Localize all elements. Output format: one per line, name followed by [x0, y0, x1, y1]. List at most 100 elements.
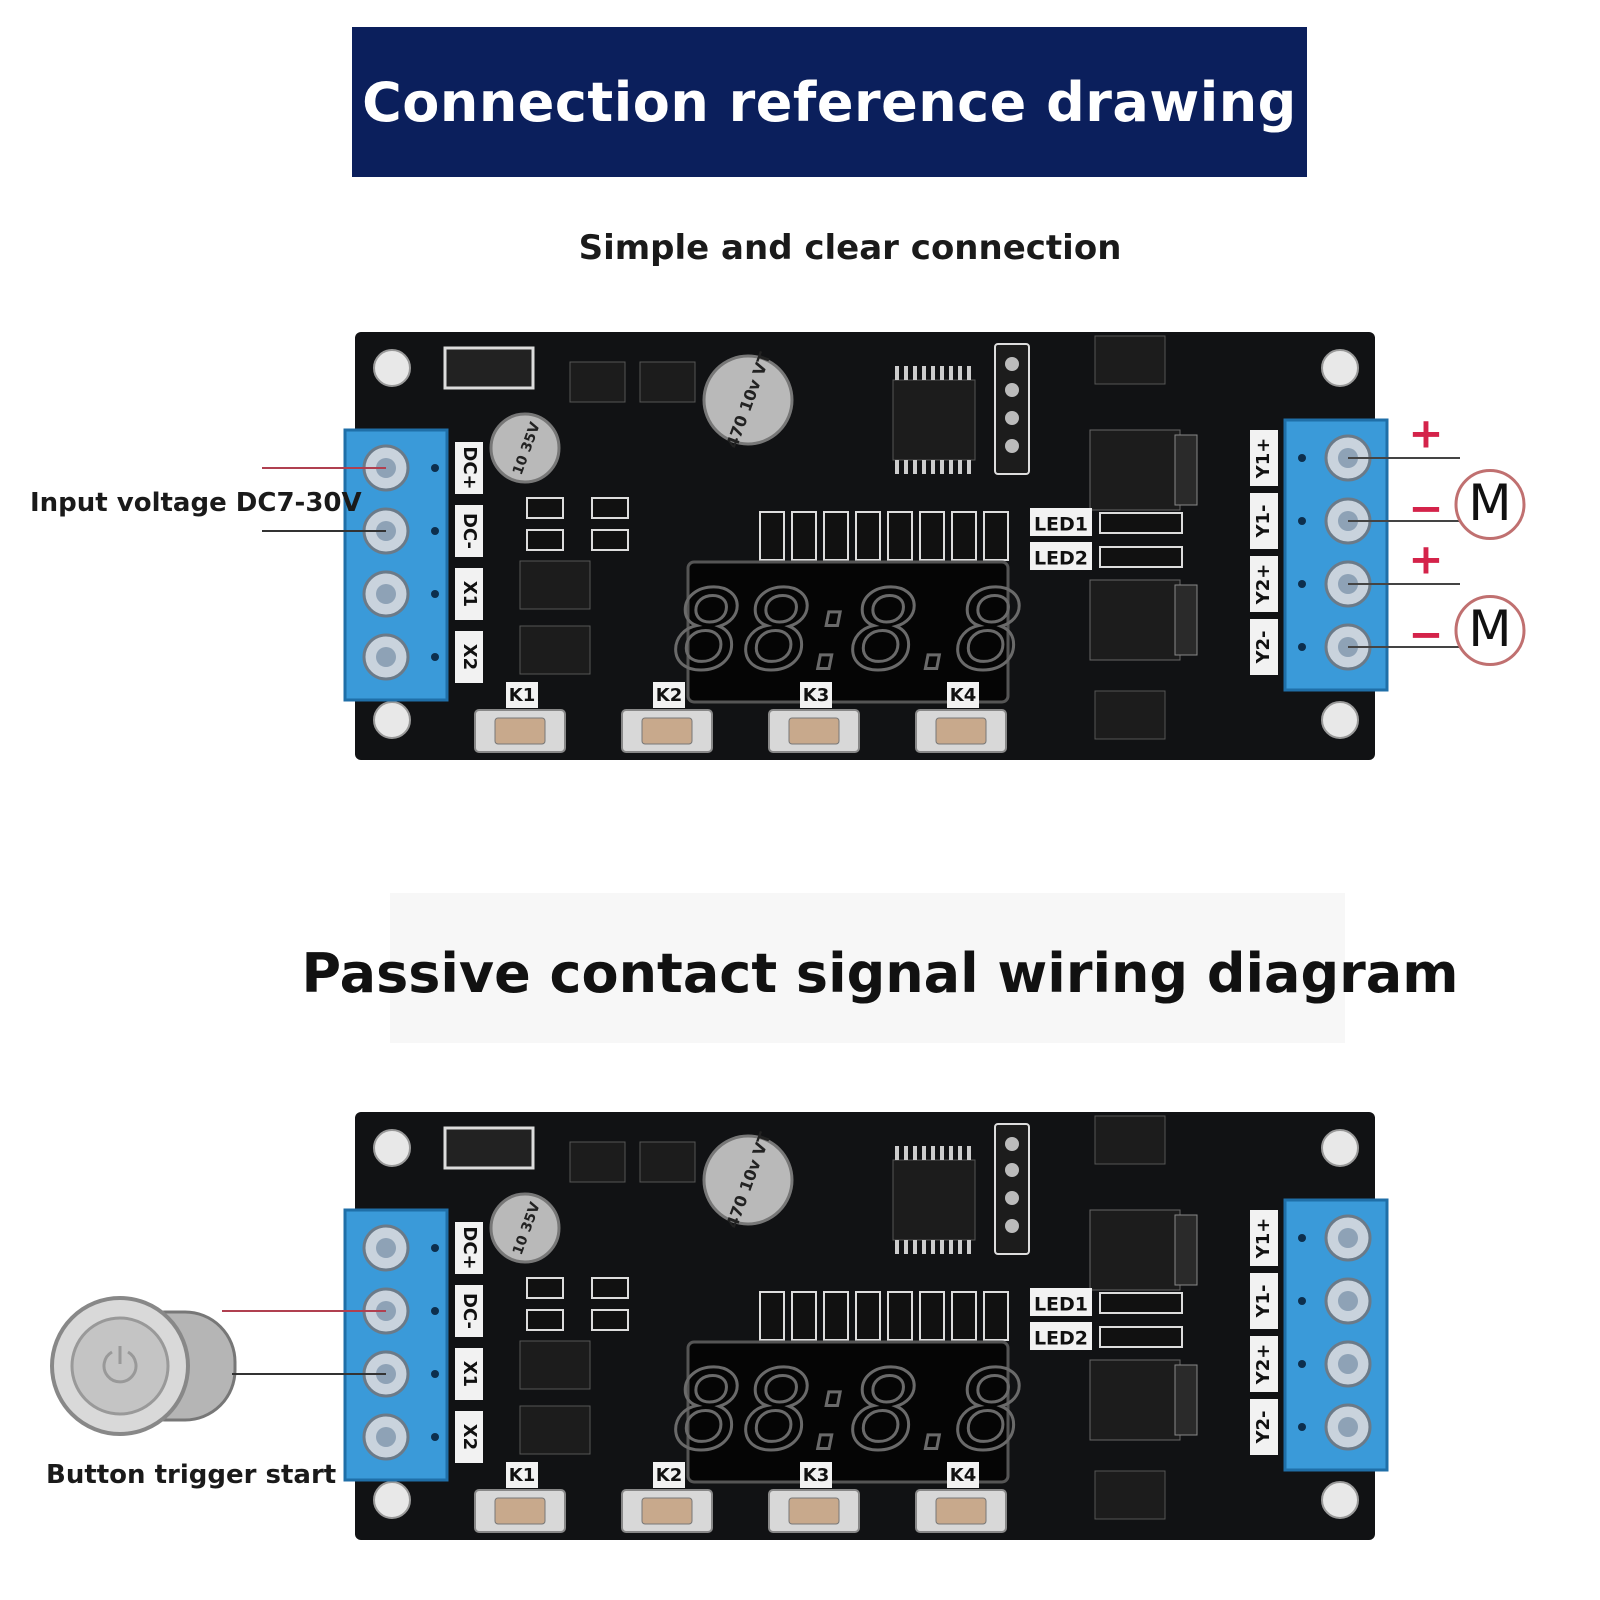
subtitle: Simple and clear connection — [578, 228, 1122, 268]
right-screw-center — [1338, 1228, 1358, 1248]
optocoupler — [519, 625, 591, 675]
chip-pin — [922, 460, 926, 474]
power-icon — [102, 1350, 138, 1384]
right-terminal-label-box — [1250, 1210, 1278, 1266]
resistor — [951, 1291, 977, 1341]
right-terminal-label-box — [1250, 1336, 1278, 1392]
smd-pad — [591, 497, 629, 519]
left-terminal-label: X1 — [459, 581, 480, 607]
optocoupler — [1094, 335, 1166, 385]
tactile-button-cap — [641, 1497, 693, 1525]
mounting-hole — [373, 701, 411, 739]
resistor — [919, 1291, 945, 1341]
mounting-hole — [373, 1481, 411, 1519]
chip-pin — [904, 1240, 908, 1254]
resistor — [791, 511, 817, 561]
button-label-box — [800, 682, 832, 708]
left-pin — [431, 1433, 439, 1441]
left-terminal-label: DC+ — [459, 446, 480, 489]
resistor — [887, 511, 913, 561]
regulator-chip — [639, 1141, 696, 1183]
mosfet-tab — [1174, 434, 1198, 506]
section2-title: Passive contact signal wiring diagram — [301, 942, 1459, 1005]
chip-pin — [949, 366, 953, 380]
chip-pin — [913, 1146, 917, 1160]
right-terminal-label: Y1- — [1253, 504, 1274, 538]
chip-pin — [913, 1240, 917, 1254]
chip-pin — [913, 460, 917, 474]
input-voltage-label: Input voltage DC7-30V — [30, 488, 362, 518]
right-pin — [1298, 454, 1306, 462]
mounting-hole — [1321, 701, 1359, 739]
chip-pin — [931, 366, 935, 380]
chip-pin — [967, 366, 971, 380]
button-label: K4 — [950, 685, 976, 706]
chip-pin — [949, 1240, 953, 1254]
resistor — [983, 1291, 1009, 1341]
minus-sign: − — [1408, 610, 1443, 659]
right-terminal-label-box — [1250, 619, 1278, 675]
right-terminal-label-box — [1250, 1273, 1278, 1329]
pin-header — [994, 343, 1030, 475]
resistor — [887, 1291, 913, 1341]
tactile-button-cap — [935, 717, 987, 745]
button-label-box — [947, 1462, 979, 1488]
mounting-hole — [1321, 1481, 1359, 1519]
chip-pin — [940, 1240, 944, 1254]
smd-pad — [526, 1277, 564, 1299]
tactile-button-cap — [788, 1497, 840, 1525]
left-pin — [431, 1370, 439, 1378]
right-pin — [1298, 1423, 1306, 1431]
smd-pad — [526, 529, 564, 551]
diode — [443, 346, 535, 390]
button-label-box — [800, 1462, 832, 1488]
left-screw-center — [376, 1238, 396, 1258]
right-terminal-label: Y2+ — [1253, 564, 1274, 606]
title-banner: Connection reference drawing — [352, 27, 1307, 177]
button-label: K2 — [656, 1465, 682, 1486]
regulator-chip — [569, 1141, 626, 1183]
capacitor-small — [489, 412, 561, 484]
tactile-button-cap — [641, 717, 693, 745]
push-button-face — [70, 1316, 170, 1416]
resistor — [823, 1291, 849, 1341]
motor-label: M — [1468, 474, 1511, 532]
chip-pin — [949, 1146, 953, 1160]
led — [1099, 1326, 1183, 1348]
right-pin — [1298, 580, 1306, 588]
chip-pin — [913, 366, 917, 380]
chip-pin — [895, 366, 899, 380]
left-terminal-label-box — [455, 1285, 483, 1337]
mosfet — [1089, 429, 1181, 511]
microcontroller-chip — [892, 1159, 976, 1241]
plus-sign: + — [1408, 535, 1443, 584]
mosfet-tab — [1174, 584, 1198, 656]
chip-pin — [967, 460, 971, 474]
left-pin — [431, 464, 439, 472]
button-label: K1 — [509, 1465, 535, 1486]
left-terminal-label-box — [455, 631, 483, 683]
resistor — [855, 1291, 881, 1341]
header-pin — [1005, 1163, 1019, 1177]
left-terminal-label: DC+ — [459, 1226, 480, 1269]
button-label-box — [653, 1462, 685, 1488]
button-label: K3 — [803, 1465, 829, 1486]
left-terminal-label-box — [455, 1222, 483, 1274]
tactile-button-cap — [494, 717, 546, 745]
optocoupler — [1094, 1115, 1166, 1165]
smd-pad — [526, 497, 564, 519]
smd-pad — [591, 529, 629, 551]
right-terminal-label-box — [1250, 493, 1278, 549]
button-trigger-label: Button trigger start — [46, 1460, 337, 1490]
chip-pin — [904, 366, 908, 380]
minus-sign: − — [1408, 484, 1443, 533]
chip-pin — [904, 1146, 908, 1160]
led-label-box — [1030, 542, 1092, 570]
chip-pin — [949, 460, 953, 474]
right-pin — [1298, 643, 1306, 651]
capacitor-small — [489, 1192, 561, 1264]
button-label: K3 — [803, 685, 829, 706]
led-label: LED2 — [1034, 548, 1088, 570]
